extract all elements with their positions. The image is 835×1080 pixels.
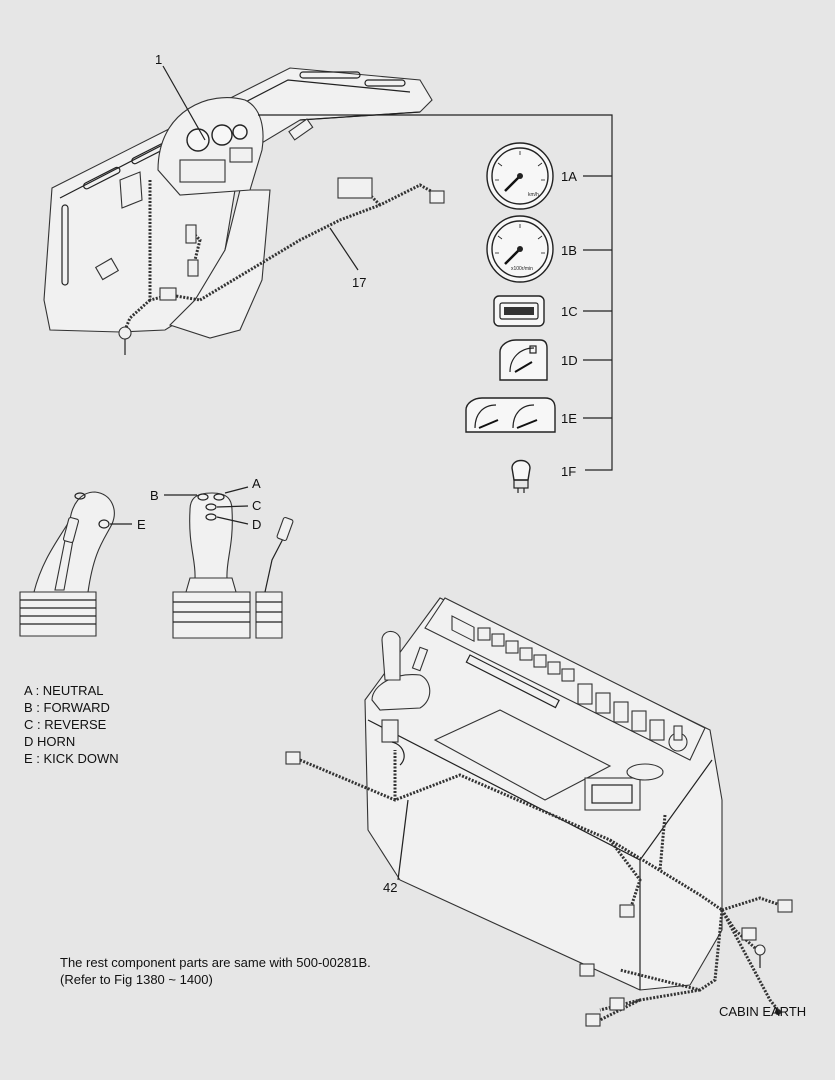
callout-1: 1 — [155, 52, 162, 67]
bulb-icon — [511, 459, 531, 493]
fuel-gauge — [499, 339, 548, 381]
callout-42: 42 — [383, 880, 397, 895]
callout-1E: 1E — [561, 411, 577, 426]
leader-17 — [329, 227, 359, 271]
callout-1D: 1D — [561, 353, 578, 368]
temperature-gauge-pair — [465, 397, 556, 433]
tachometer-gauge: x100r/min — [486, 215, 554, 283]
speed-unit: km/h — [528, 192, 539, 198]
callout-1A: 1A — [561, 169, 577, 184]
callout-1B: 1B — [561, 243, 577, 258]
callout-cabin-earth: CABIN EARTH — [719, 1004, 806, 1019]
legend-item: D HORN — [24, 734, 76, 749]
button-b — [197, 493, 209, 501]
button-legend: A : NEUTRAL B : FORWARD C : REVERSE D HO… — [24, 682, 119, 767]
callout-D: D — [252, 517, 261, 532]
callout-17: 17 — [352, 275, 366, 290]
speedometer-gauge: km/h — [486, 142, 554, 210]
button-d — [205, 513, 217, 521]
joystick-side-view — [19, 491, 115, 637]
switch-row — [451, 615, 665, 741]
callout-C: C — [252, 498, 261, 513]
reference-note-line: (Refer to Fig 1380 ~ 1400) — [60, 972, 213, 987]
breakdown-bracket — [258, 114, 613, 471]
callout-E: E — [137, 517, 146, 532]
joystick-front-view — [172, 492, 294, 639]
callout-1F: 1F — [561, 464, 576, 479]
hour-meter — [493, 295, 545, 327]
reference-note-line: The rest component parts are same with 5… — [60, 955, 371, 970]
button-a — [213, 493, 225, 501]
reference-note: The rest component parts are same with 5… — [60, 954, 371, 988]
side-console-assembly — [285, 597, 793, 1027]
callout-1C: 1C — [561, 304, 578, 319]
legend-item: B : FORWARD — [24, 700, 110, 715]
rpm-unit: x100r/min — [511, 266, 533, 272]
legend-item: A : NEUTRAL — [24, 683, 104, 698]
callout-B: B — [150, 488, 159, 503]
leader-1 — [162, 65, 206, 141]
legend-item: E : KICK DOWN — [24, 751, 119, 766]
dashboard-assembly — [43, 67, 445, 355]
callout-A: A — [252, 476, 261, 491]
button-c — [205, 503, 217, 511]
legend-item: C : REVERSE — [24, 717, 107, 732]
leader-42 — [397, 799, 409, 881]
